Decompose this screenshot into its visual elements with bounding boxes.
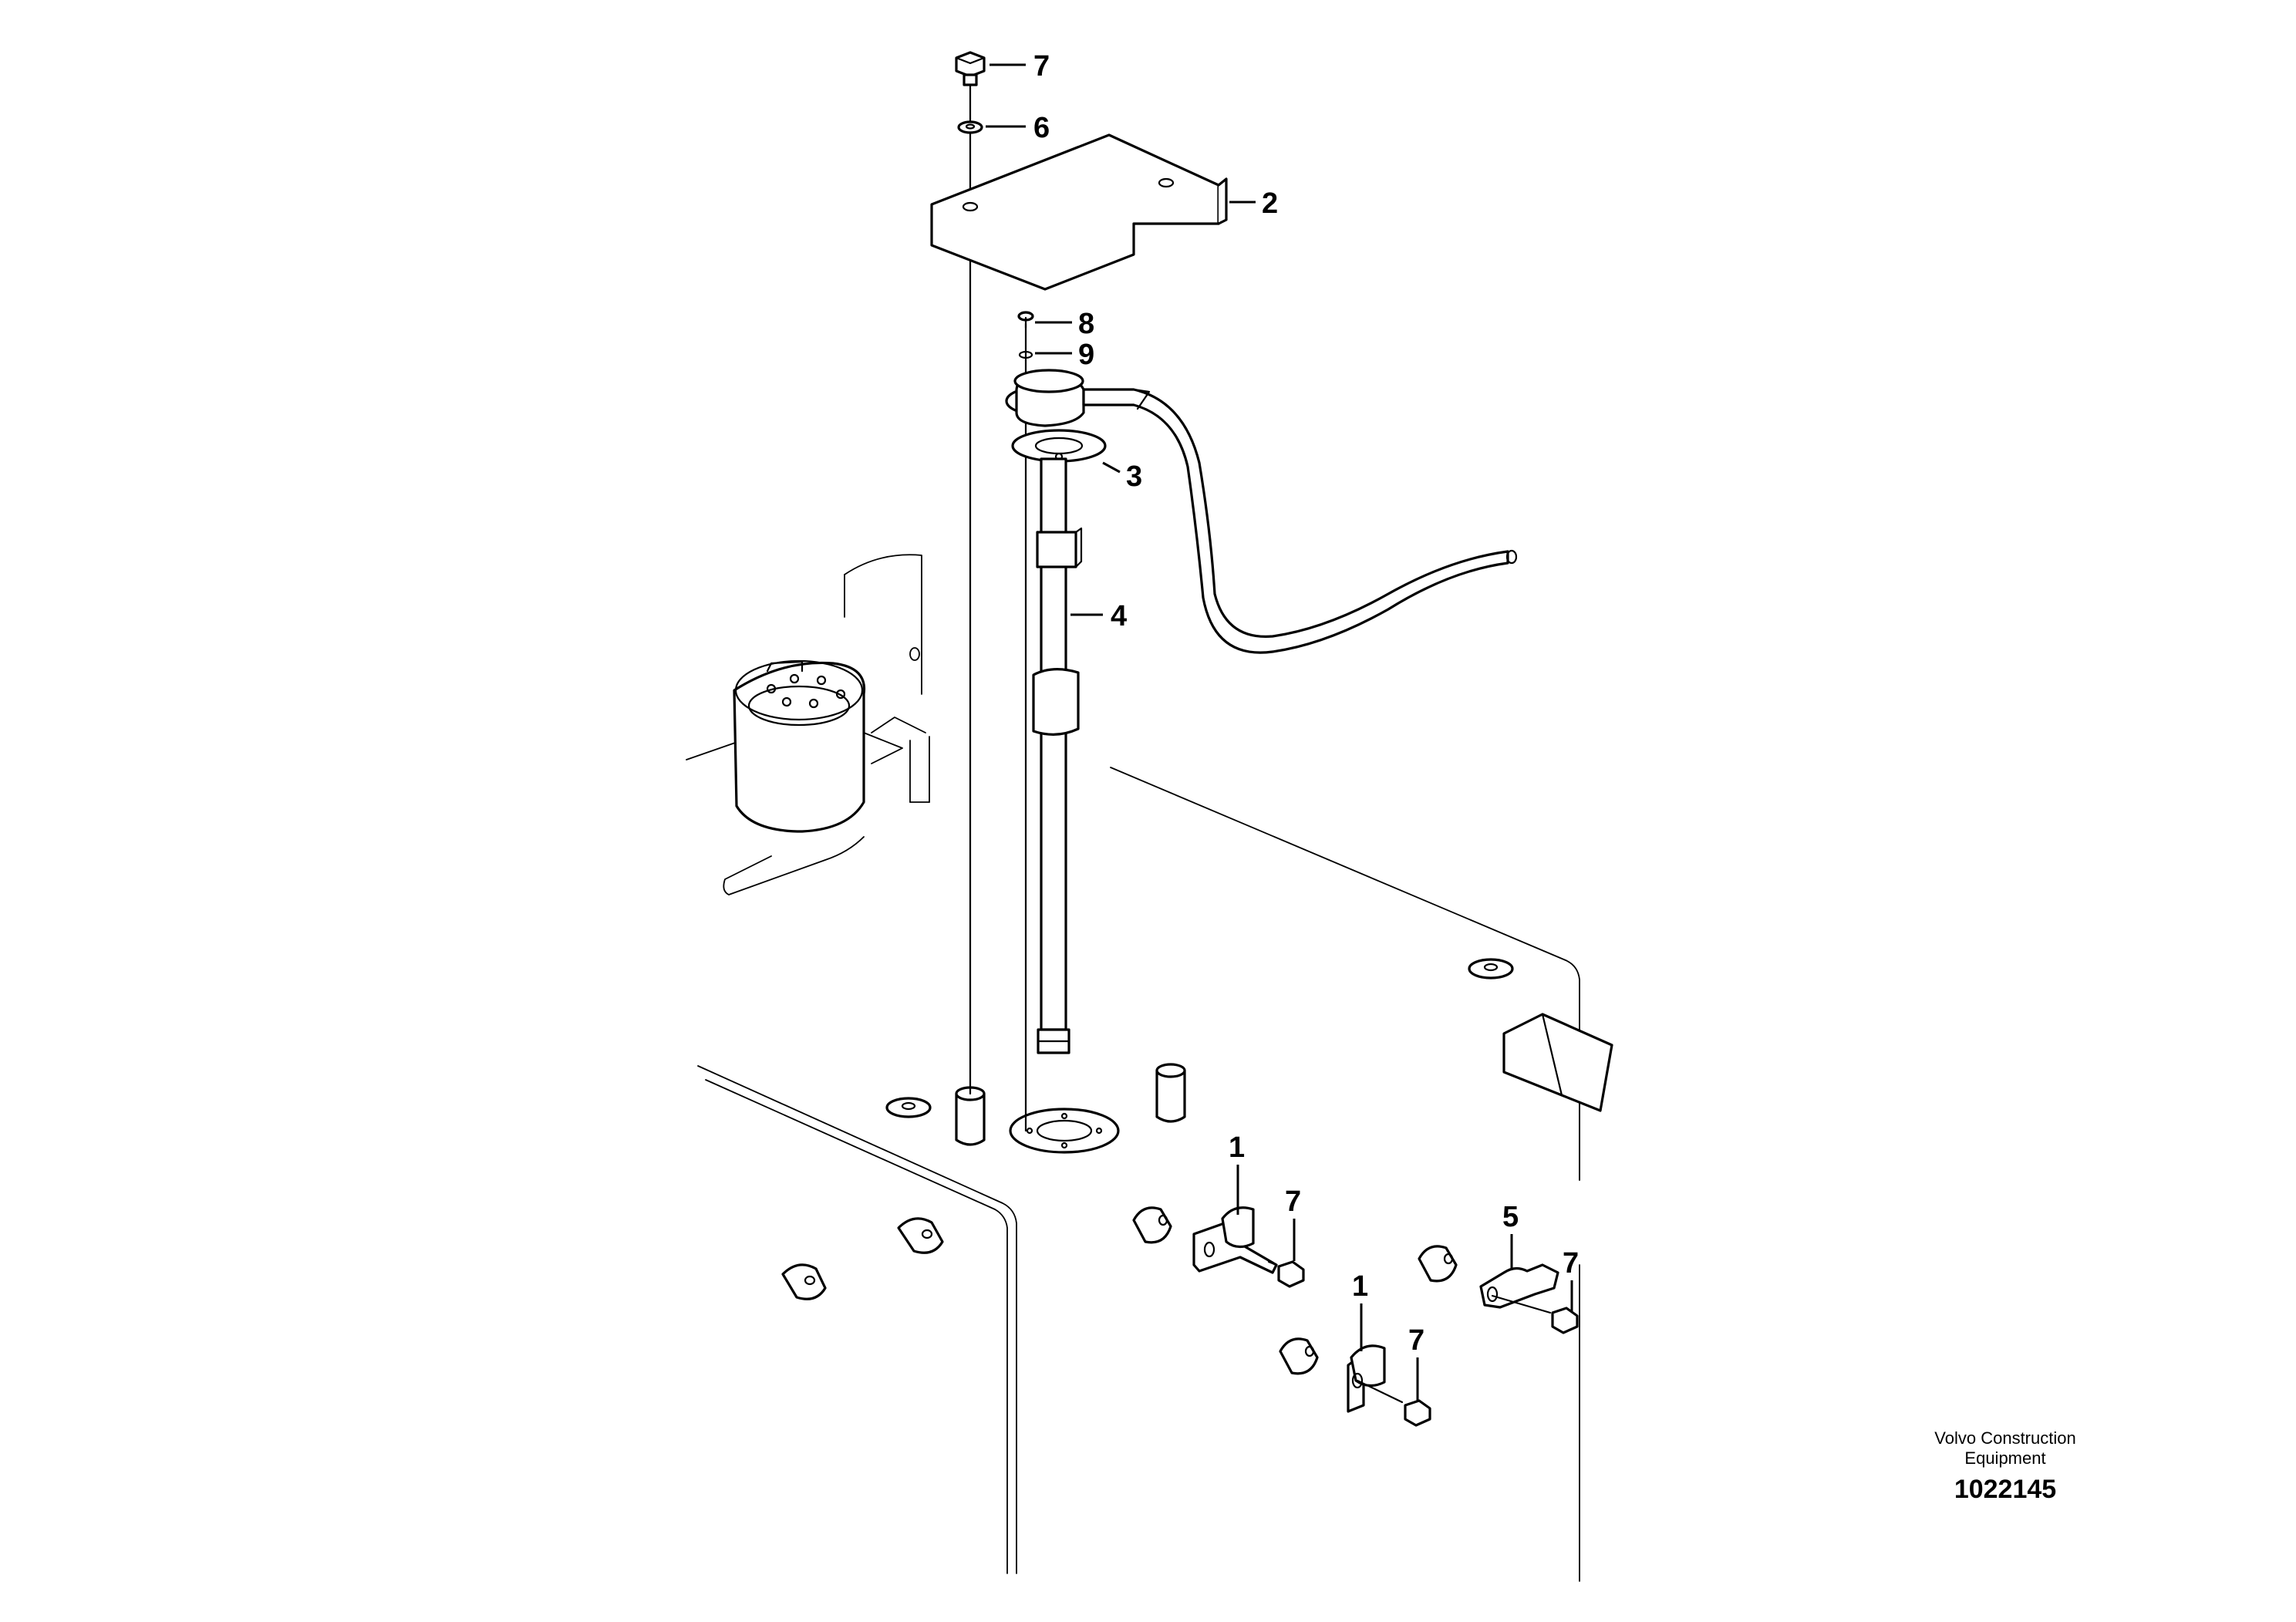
clamp-assembly-a xyxy=(1132,1206,1305,1288)
callout-7-a: 7 xyxy=(1285,1185,1301,1218)
diagram-credit: Volvo Construction Equipment 1022145 xyxy=(1897,1428,2113,1505)
callout-7-b: 7 xyxy=(1563,1247,1579,1280)
diagram-number: 1022145 xyxy=(1954,1475,2057,1504)
sender-cable xyxy=(1082,388,1518,654)
credit-line-2: Equipment xyxy=(1964,1448,2046,1468)
washer xyxy=(957,120,983,134)
callout-2: 2 xyxy=(1262,187,1278,220)
callout-3: 3 xyxy=(1126,460,1142,493)
sender-mounting-ring xyxy=(1009,1108,1120,1154)
callout-6: 6 xyxy=(1033,112,1050,144)
callout-1-b: 1 xyxy=(1352,1270,1368,1303)
clamp-assembly-b xyxy=(1279,1337,1431,1427)
cover-bracket xyxy=(930,133,1228,291)
callout-leaders xyxy=(986,63,1573,1402)
tank-bushings xyxy=(781,958,1514,1300)
small-screw xyxy=(1017,311,1034,359)
callout-5: 5 xyxy=(1502,1201,1519,1233)
callout-7-top: 7 xyxy=(1033,50,1050,83)
fuel-level-sender xyxy=(1005,369,1107,1054)
callout-7-c: 7 xyxy=(1408,1324,1424,1357)
callout-9: 9 xyxy=(1078,339,1094,371)
callout-labels: 7 6 2 8 9 3 4 1 7 5 7 1 7 xyxy=(1033,50,1579,1357)
callout-1-a: 1 xyxy=(1229,1131,1245,1164)
pump-housing xyxy=(733,554,922,833)
tank-outline xyxy=(686,717,1580,1582)
credit-line-1: Volvo Construction xyxy=(1934,1428,2076,1448)
side-block xyxy=(1502,1013,1613,1112)
callout-4: 4 xyxy=(1111,600,1127,632)
top-bolt xyxy=(955,51,986,86)
clamp-assembly-c xyxy=(1418,1245,1579,1334)
callout-8: 8 xyxy=(1078,308,1094,340)
